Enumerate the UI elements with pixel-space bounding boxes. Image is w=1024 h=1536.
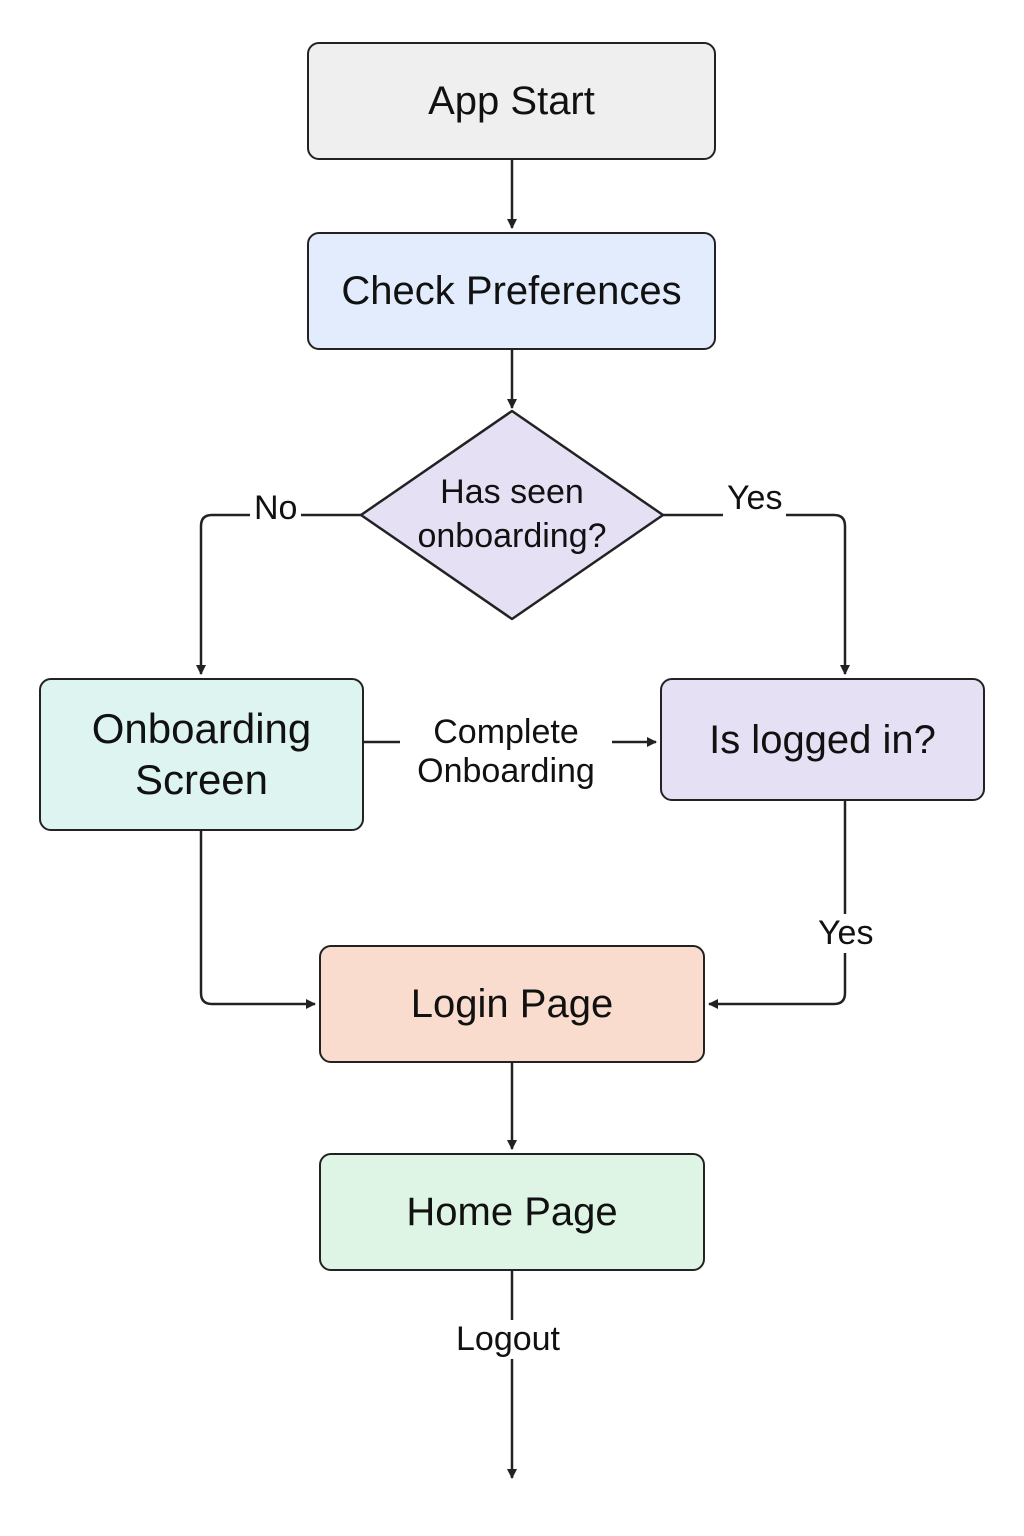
node-home-page-label: Home Page	[406, 1190, 618, 1234]
node-is-logged-in-label: Is logged in?	[709, 717, 936, 762]
arrow-logged-in-to-login	[708, 801, 847, 1009]
node-check-preferences: Check Preferences	[307, 232, 716, 350]
node-app-start-label: App Start	[428, 79, 595, 123]
edge-label-logout: Logout	[452, 1320, 564, 1360]
edge-label-complete-onboarding: Complete Onboarding	[400, 713, 612, 792]
node-app-start: App Start	[307, 42, 716, 160]
edge-label-yes-onboarded: Yes	[723, 479, 787, 519]
decision-onboarding-label: Has seen onboarding?	[417, 473, 607, 556]
edge-label-no: No	[250, 489, 302, 529]
node-check-preferences-label: Check Preferences	[341, 269, 682, 313]
arrow-onboarding-to-login	[199, 831, 316, 1009]
node-login-page: Login Page	[319, 945, 705, 1063]
node-login-page-label: Login Page	[410, 982, 614, 1026]
node-onboarding-screen: Onboarding Screen	[39, 678, 364, 831]
node-is-logged-in: Is logged in?	[660, 678, 985, 801]
arrow-yes-to-logged-in	[663, 513, 850, 675]
arrow-no-to-onboarding	[196, 513, 361, 675]
edge-label-yes-logged-in: Yes	[814, 914, 878, 954]
node-home-page: Home Page	[319, 1153, 705, 1271]
node-onboarding-screen-label: Onboarding Screen	[91, 705, 312, 803]
decision-diamond	[359, 409, 665, 621]
